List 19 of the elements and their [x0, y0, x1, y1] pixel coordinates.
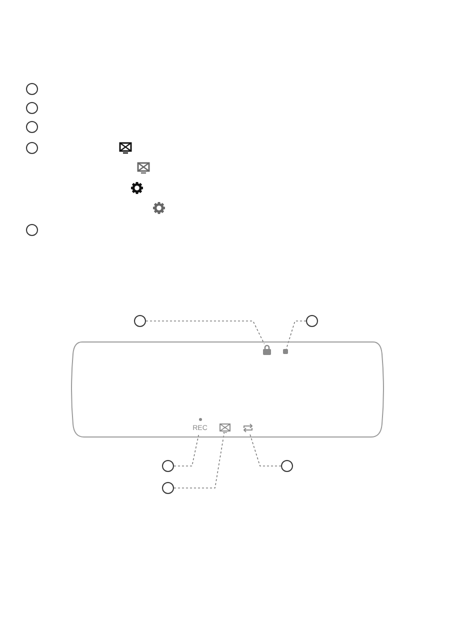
mirror-drawing: [70, 340, 385, 439]
leader-line: [146, 320, 265, 344]
callout-circle: [26, 121, 38, 133]
callout-circle: [26, 224, 38, 236]
leader-line: [174, 434, 200, 466]
callout-circle: [162, 482, 174, 494]
leader-line: [286, 320, 306, 350]
callout-circle: [281, 460, 293, 472]
leader-line: [249, 432, 282, 466]
lock-icon: [262, 344, 272, 355]
loop-arrows-icon: [242, 423, 254, 433]
callout-circle: [26, 102, 38, 114]
callout-circle: [26, 142, 38, 154]
callout-circle: [134, 315, 146, 327]
callout-circle: [162, 460, 174, 472]
callout-circle: [306, 315, 318, 327]
screen-icon: [219, 423, 231, 433]
callout-circle: [26, 83, 38, 95]
leader-line: [174, 432, 225, 488]
